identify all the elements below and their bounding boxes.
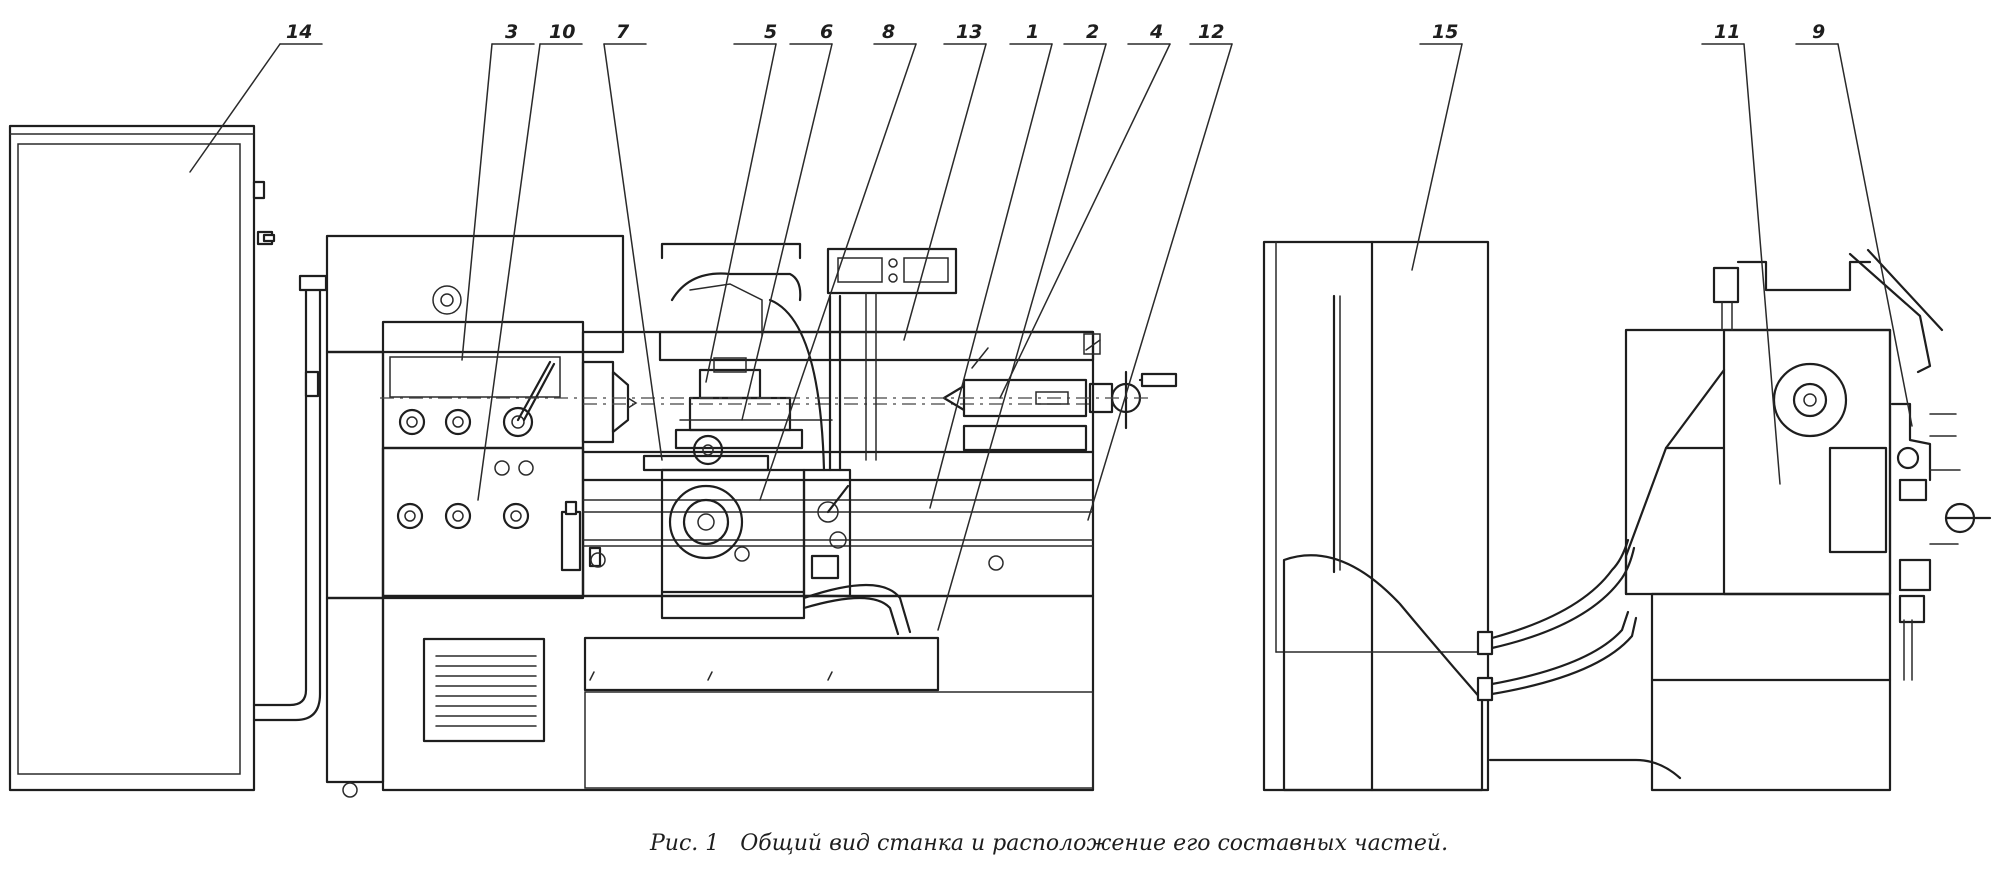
callout-15: 15 <box>1432 21 1458 43</box>
callout-11: 11 <box>1714 21 1740 43</box>
callout-7: 7 <box>616 21 630 43</box>
headstock-knobs <box>396 360 556 530</box>
tailstock <box>942 333 1178 452</box>
callout-5: 5 <box>764 21 777 43</box>
callout-numbers: 14 3 10 7 5 6 8 13 1 2 4 12 15 11 9 <box>286 21 1825 43</box>
callout-6: 6 <box>820 21 833 43</box>
tank-hoses <box>1476 538 1638 702</box>
callout-9: 9 <box>1812 21 1825 43</box>
digital-readout <box>660 242 958 472</box>
coolant-tank-side <box>1262 240 1490 792</box>
callout-14: 14 <box>286 21 312 43</box>
electrical-cabinet <box>8 124 276 792</box>
callout-2: 2 <box>1086 21 1099 43</box>
callout-12: 12 <box>1198 21 1224 43</box>
lathe-front-view <box>325 234 1095 798</box>
callout-1: 1 <box>1026 21 1039 43</box>
callout-8: 8 <box>882 21 895 43</box>
callout-13: 13 <box>956 21 982 43</box>
callout-3: 3 <box>505 21 518 43</box>
cable-conduit <box>252 274 328 722</box>
figure-caption: Рис. 1 Общий вид станка и расположение е… <box>649 831 1448 856</box>
coolant-hose <box>802 584 912 636</box>
vent-grille <box>422 637 546 743</box>
callout-4: 4 <box>1149 21 1163 43</box>
callout-10: 10 <box>549 21 575 43</box>
carriage-apron <box>642 357 852 620</box>
lathe-side-view <box>1488 248 1992 792</box>
callout-leaders <box>189 43 1913 631</box>
